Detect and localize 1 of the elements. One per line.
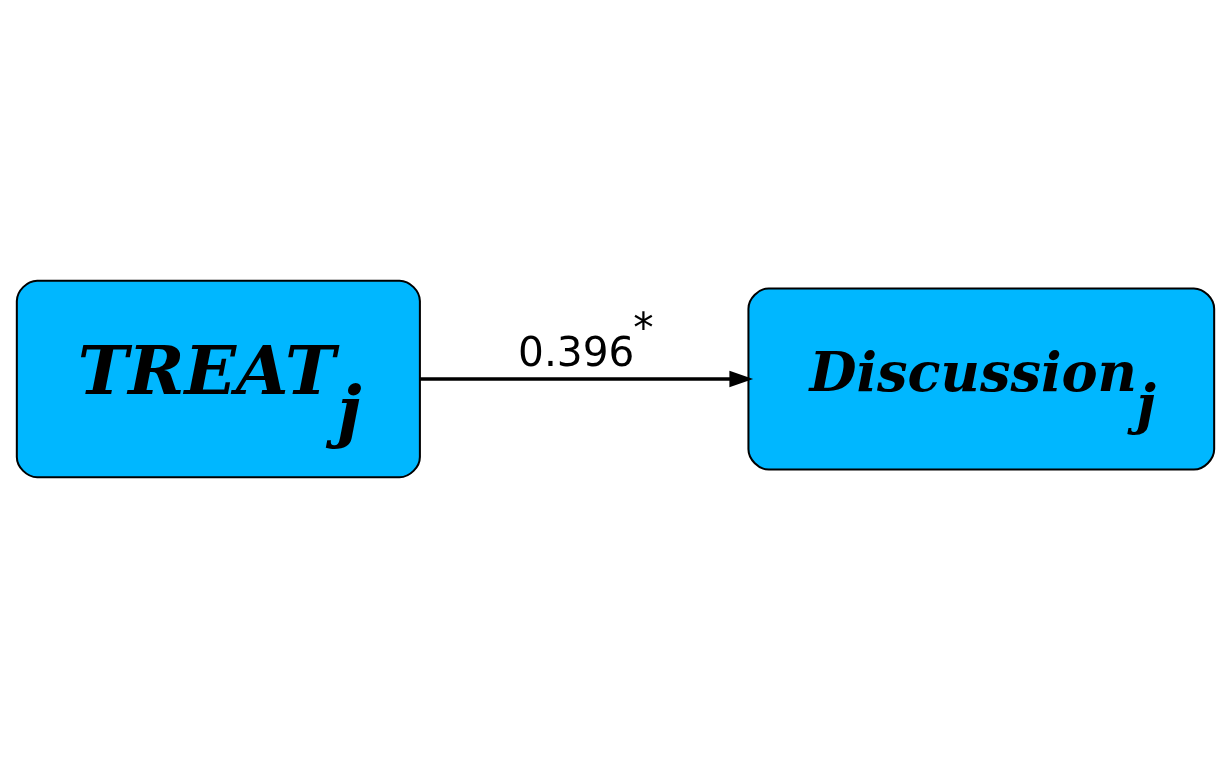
arrow <box>420 370 754 388</box>
